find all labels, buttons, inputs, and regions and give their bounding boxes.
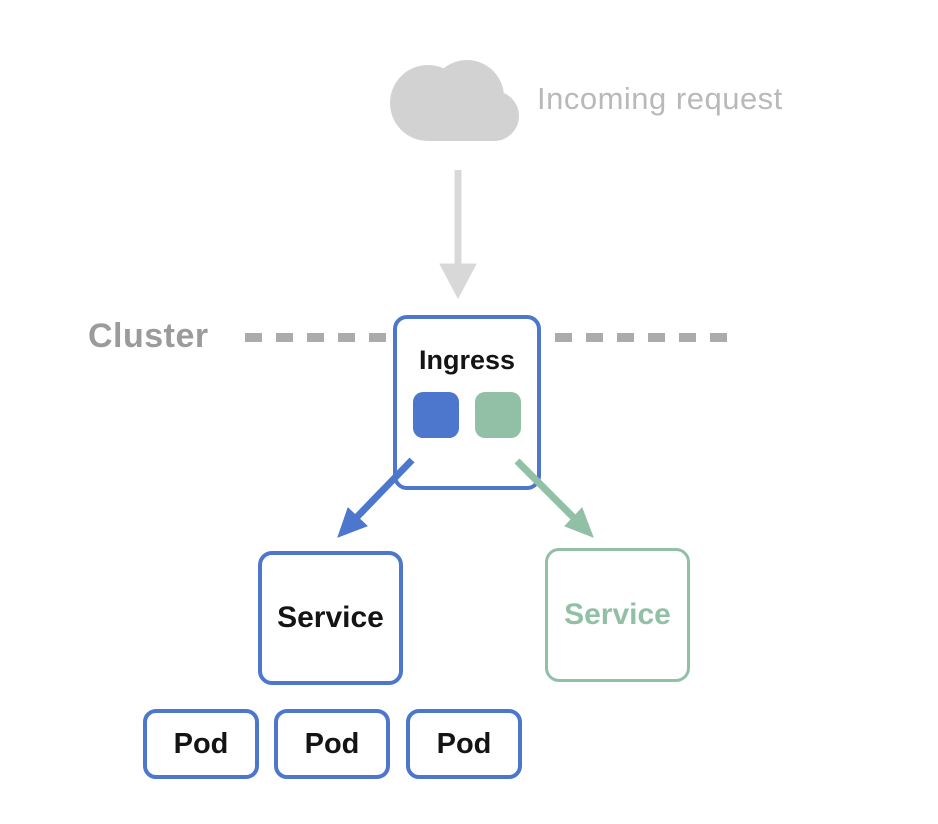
service-box-green: Service xyxy=(545,548,690,682)
incoming-request-label: Incoming request xyxy=(537,81,783,116)
ingress-box: Ingress xyxy=(393,315,541,490)
service-blue-label: Service xyxy=(277,601,384,634)
service-green-label: Service xyxy=(564,598,671,631)
pod-box-1: Pod xyxy=(143,709,259,779)
pod-box-3: Pod xyxy=(406,709,522,779)
arrow-down-icon xyxy=(439,170,477,300)
pod-label: Pod xyxy=(173,727,229,760)
pod-label: Pod xyxy=(304,727,360,760)
ingress-label: Ingress xyxy=(418,345,516,375)
pod-label: Pod xyxy=(436,727,492,760)
ingress-backend-green-chip xyxy=(475,392,521,438)
ingress-backend-chips xyxy=(413,392,521,438)
ingress-backend-blue-chip xyxy=(413,392,459,438)
cloud-icon xyxy=(390,60,519,141)
cluster-label: Cluster xyxy=(88,317,209,355)
service-box-blue: Service xyxy=(258,551,403,685)
pod-box-2: Pod xyxy=(274,709,390,779)
